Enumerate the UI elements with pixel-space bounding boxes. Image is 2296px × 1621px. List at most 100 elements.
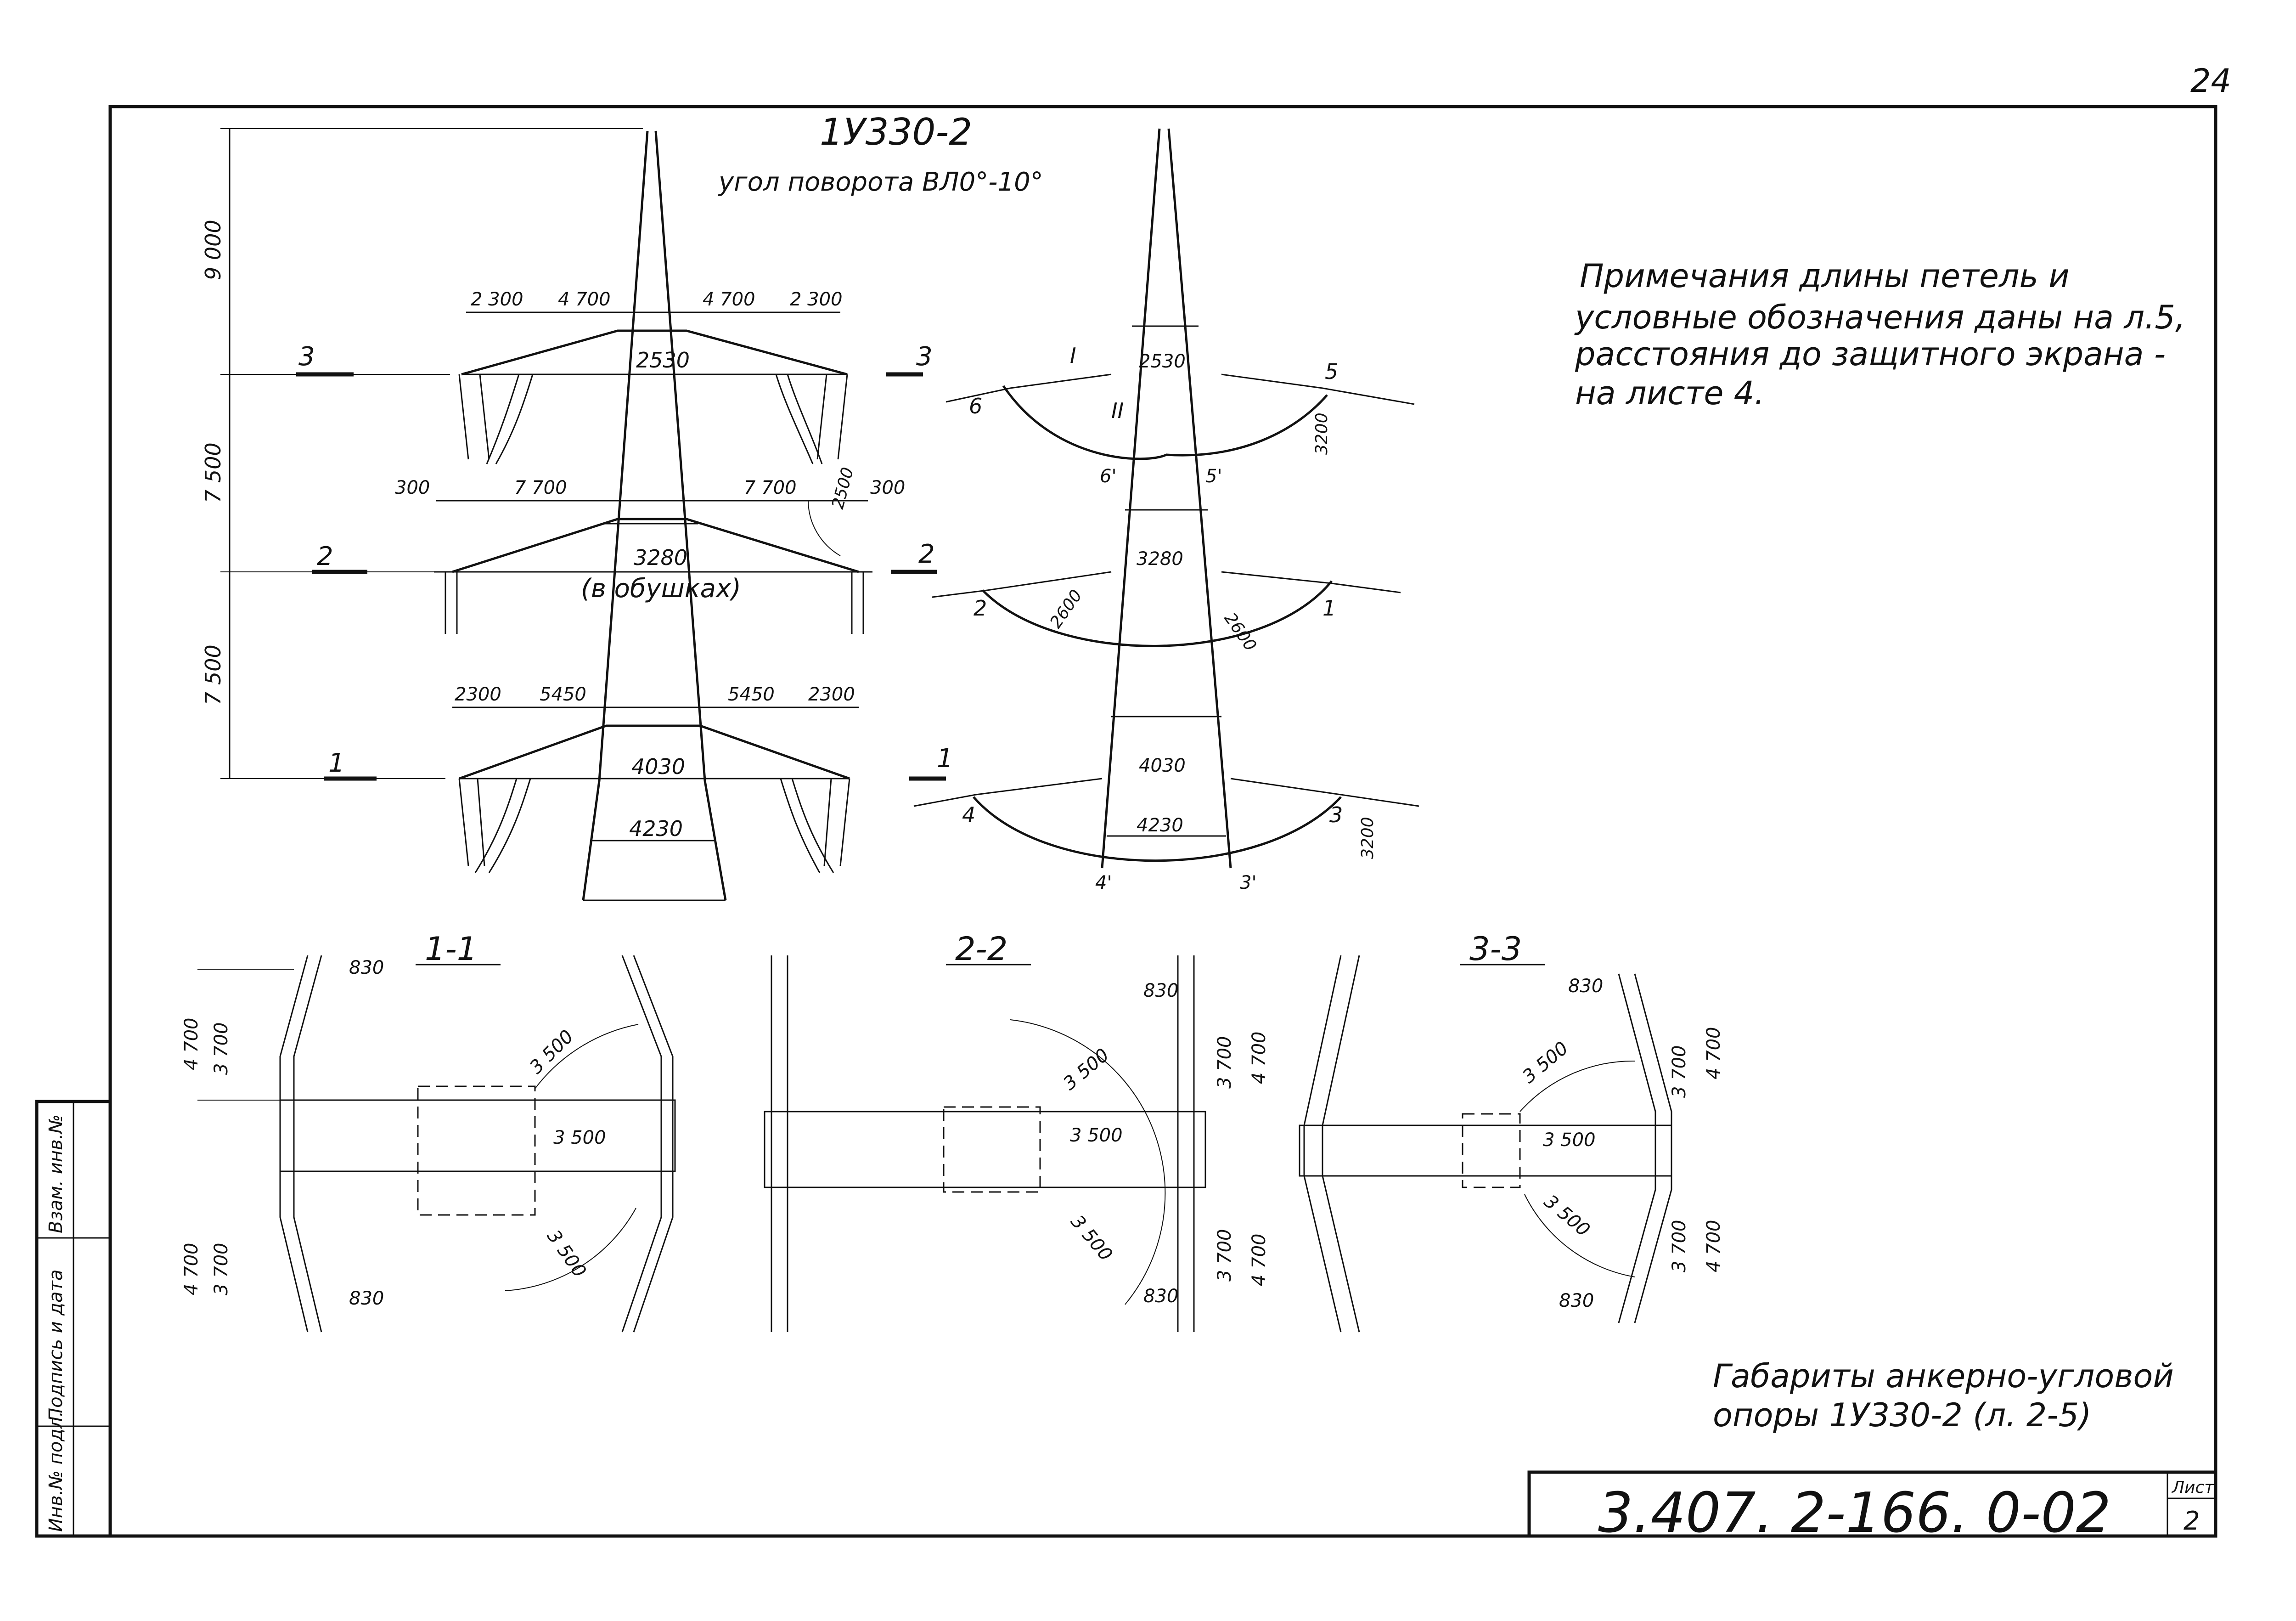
side-sag-3200-a: 3200: [1312, 412, 1331, 455]
side-w-2530: 2530: [1139, 351, 1186, 372]
dim-mid-width: 3280: [634, 545, 687, 570]
s33-dim-7: 4 700: [1703, 1220, 1724, 1272]
section-1-1: 1-1 4 700 3 700 830 3 500 3 500 3 500 4 …: [181, 930, 676, 1333]
side-w-4230: 4230: [1137, 815, 1183, 836]
note-line-1: Примечания длины петель и: [1580, 257, 2070, 295]
side-stamp: Инв.№ подл. Подпись и дата Взам. инв.№: [35, 1100, 112, 1538]
dim-mid-300-l: 300: [395, 477, 430, 498]
stamp-inv-label: Инв.№ подл.: [45, 1411, 67, 1532]
s22-dim-3: 3 500: [1059, 1045, 1113, 1095]
side-w-3280: 3280: [1137, 548, 1183, 570]
doc-code: 3.407. 2-166. 0-02: [1598, 1481, 2111, 1545]
marker-3-left: 3: [298, 342, 315, 372]
section-2-2: 2-2 830 3 700 4 700 3 500 3 500 3 500 3 …: [764, 930, 1270, 1332]
stamp-sign-label: Подпись и дата: [45, 1270, 67, 1422]
sheet-value: 2: [2183, 1506, 2200, 1536]
front-elevation: 9 000 7 500 7 500 2530 3280 (в обушках) …: [201, 128, 937, 901]
side-r-2600-l: 2600: [1047, 587, 1086, 632]
phase-3: 3: [1329, 802, 1343, 827]
side-r-2600-r: 2600: [1221, 610, 1260, 655]
marker-2-right: 2: [918, 539, 935, 569]
dim-mid-2500: 2500: [828, 465, 857, 511]
header-title: 1У330-2: [820, 111, 972, 153]
phase-5: 5: [1325, 359, 1338, 384]
dim-bot-5450-r: 5450: [728, 684, 775, 705]
phase-3-prime: 3': [1240, 872, 1256, 893]
s33-dim-2: 3 500: [1540, 1191, 1594, 1241]
section-3-3-title: 3-3: [1469, 930, 1522, 968]
s22-dim-4: 3 500: [1070, 1125, 1123, 1146]
dim-bot-2300-r: 2300: [808, 684, 855, 705]
phase-labels: 1 2 3 4 5 6 3' 4' 5' 6' I II: [962, 343, 1343, 893]
note-line-3: расстояния до защитного экрана -: [1575, 335, 2166, 373]
dim-v-9000: 9 000: [201, 220, 225, 280]
s22-dim-8: 830: [1143, 1286, 1178, 1307]
dim-mid-note: (в обушках): [581, 574, 741, 604]
s22-dim-2: 4 700: [1249, 1031, 1270, 1084]
dim-mid-7700-l: 7 700: [514, 477, 567, 498]
s22-dim-7: 4 700: [1249, 1233, 1270, 1286]
chain-I: I: [1070, 343, 1076, 368]
dim-top-4700-r: 4 700: [703, 289, 755, 310]
dim-mid-7700-r: 7 700: [744, 477, 797, 498]
s33-dim-6: 3 700: [1669, 1220, 1690, 1272]
s22-dim-1: 3 700: [1214, 1036, 1235, 1089]
s22-dim-0: 830: [1143, 980, 1178, 1001]
s33-dim-0: 3 500: [1519, 1038, 1572, 1088]
phase-5-prime: 5': [1205, 466, 1222, 487]
sheet-number: 24: [2190, 62, 2231, 100]
dim-bot-2300-l: 2300: [455, 684, 501, 705]
drawing-frame: [108, 105, 2217, 1538]
header-subtitle: угол поворота ВЛ0°-10°: [718, 167, 1043, 197]
s22-dim-5: 3 500: [1066, 1211, 1116, 1265]
dim-bot-5450-l: 5450: [540, 684, 586, 705]
phase-6: 6: [969, 394, 982, 418]
phase-4-prime: 4': [1095, 872, 1112, 893]
s33-dim-1: 3 500: [1543, 1130, 1596, 1151]
s33-dim-3: 830: [1568, 976, 1603, 997]
s33-dim-4: 3 700: [1669, 1045, 1690, 1098]
phase-2: 2: [974, 596, 987, 621]
chain-II: II: [1111, 398, 1124, 423]
dim-top-width: 2530: [636, 348, 690, 373]
s11-dim-1: 3 700: [211, 1022, 232, 1075]
caption-line-1: Габариты анкерно-угловой: [1713, 1357, 2174, 1395]
s11-dim-6: 4 700: [181, 1243, 202, 1295]
s11-dim-2: 830: [349, 957, 384, 978]
s11-dim-5: 3 500: [543, 1226, 590, 1281]
note-line-2: условные обозначения даны на л.5,: [1574, 299, 2185, 336]
phase-6-prime: 6': [1100, 466, 1116, 487]
stamp-replace-label: Взам. инв.№: [45, 1114, 67, 1233]
dim-mid-300-r: 300: [870, 477, 905, 498]
dim-base-width: 4230: [629, 816, 683, 841]
s33-dim-8: 830: [1559, 1290, 1594, 1311]
dim-top-2300-r: 2 300: [790, 289, 843, 310]
marker-2-left: 2: [317, 542, 333, 571]
s22-dim-6: 3 700: [1214, 1229, 1235, 1282]
section-2-2-title: 2-2: [955, 930, 1007, 968]
dim-v-7500-b: 7 500: [201, 644, 225, 705]
dim-v-7500-a: 7 500: [201, 442, 225, 503]
dim-top-2300-l: 2 300: [471, 289, 523, 310]
dim-bot-width: 4030: [631, 754, 685, 779]
notes-block: Примечания длины петель и условные обозн…: [1574, 257, 2185, 412]
side-sag-3200-b: 3200: [1358, 817, 1377, 859]
marker-1-left: 1: [328, 748, 345, 778]
section-1-1-title: 1-1: [425, 930, 477, 968]
sheet-label: Лист: [2171, 1478, 2214, 1497]
s11-dim-0: 4 700: [181, 1017, 202, 1070]
phase-1: 1: [1322, 596, 1336, 621]
marker-3-right: 3: [916, 342, 933, 372]
s11-dim-7: 3 700: [211, 1243, 232, 1295]
phase-4: 4: [962, 802, 975, 827]
side-w-4030: 4030: [1139, 755, 1186, 776]
marker-1-right: 1: [937, 744, 953, 774]
s33-dim-5: 4 700: [1703, 1027, 1724, 1079]
dim-top-4700-l: 4 700: [558, 289, 611, 310]
side-elevation: 2530 3280 4030 4230 3200 2600 2600 3200 …: [909, 128, 1419, 869]
s11-dim-4: 3 500: [553, 1127, 606, 1148]
s11-dim-8: 830: [349, 1288, 384, 1309]
caption-line-2: опоры 1У330-2 (л. 2-5): [1713, 1396, 2091, 1434]
note-line-4: на листе 4.: [1575, 374, 1765, 412]
